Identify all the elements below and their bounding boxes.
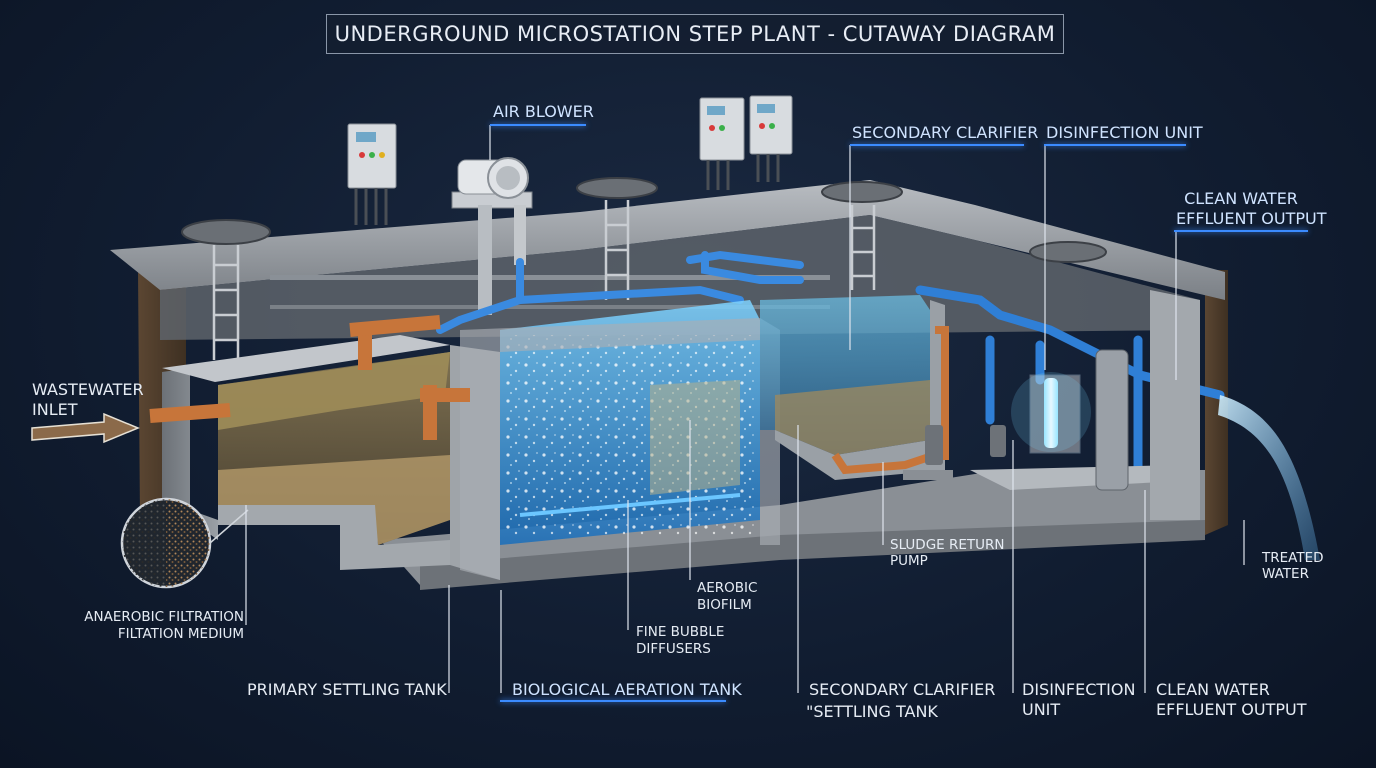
control-cabinet-1 bbox=[347, 123, 397, 225]
air-blower-unit bbox=[451, 157, 533, 315]
treated-water-stream bbox=[1218, 395, 1320, 560]
leader-lines bbox=[245, 125, 1245, 693]
uv-lamp bbox=[1044, 378, 1058, 448]
label-wastewater-line2: INLET bbox=[32, 400, 78, 419]
aeration-diffuser-bars bbox=[519, 493, 741, 517]
manhole-3 bbox=[821, 181, 903, 203]
label-air-blower: AIR BLOWER bbox=[493, 102, 594, 121]
manhole-1 bbox=[181, 219, 271, 245]
disinfection-back-wall bbox=[1150, 290, 1200, 520]
page-title: UNDERGROUND MICROSTATION STEP PLANT - CU… bbox=[326, 14, 1064, 54]
filtration-media-detail bbox=[120, 497, 249, 589]
manhole-2 bbox=[576, 177, 658, 199]
uv-glow bbox=[1011, 372, 1091, 452]
primary-tank-step bbox=[218, 505, 450, 570]
air-pipes bbox=[436, 250, 804, 334]
label-diffusers-line2: DIFFUSERS bbox=[636, 641, 711, 657]
label-disinfection-top: DISINFECTION UNIT bbox=[1046, 123, 1203, 142]
ladders bbox=[212, 200, 876, 360]
label-biological-aeration-tank: BIOLOGICAL AERATION TANK bbox=[512, 680, 742, 699]
label-clean-water-bottom-line1: CLEAN WATER bbox=[1156, 680, 1270, 699]
label-secondary-clarifier-top: SECONDARY CLARIFIER bbox=[852, 123, 1039, 142]
label-sludge-line1: SLUDGE RETURN bbox=[890, 537, 1005, 553]
label-underline bbox=[500, 700, 726, 702]
soil-right bbox=[1205, 270, 1228, 535]
back-rail-1 bbox=[270, 275, 830, 280]
back-rail-2 bbox=[270, 305, 830, 309]
front-base bbox=[420, 520, 1205, 590]
label-treated-line2: WATER bbox=[1262, 566, 1309, 582]
label-clean-water-top-line2: EFFLUENT OUTPUT bbox=[1176, 209, 1327, 228]
label-anaerobic-line2: FILTATION MEDIUM bbox=[117, 626, 244, 642]
label-anaerobic-line1: ANAEROBIC FILTRATION bbox=[84, 609, 244, 625]
primary-tank-sediment bbox=[218, 455, 450, 545]
filter-column bbox=[1095, 349, 1129, 491]
label-underline bbox=[490, 124, 586, 126]
inlet-arrow-icon bbox=[31, 412, 140, 444]
label-disinfection-bottom-line2: UNIT bbox=[1022, 700, 1061, 719]
label-clean-water-top-line1: CLEAN WATER bbox=[1184, 189, 1298, 208]
label-primary-settling-tank: PRIMARY SETTLING TANK bbox=[247, 680, 447, 699]
clarifier-sludge bbox=[775, 380, 930, 455]
aerobic-biofilm-block bbox=[650, 380, 740, 495]
manhole-4 bbox=[1029, 241, 1107, 263]
control-cabinet-2 bbox=[699, 97, 745, 190]
label-aerobic-line1: AEROBIC bbox=[697, 580, 758, 596]
back-slab bbox=[110, 180, 1225, 300]
label-aerobic-line2: BIOFILM bbox=[697, 597, 752, 613]
copper-pipes bbox=[149, 315, 470, 440]
control-cabinet-3 bbox=[749, 95, 793, 182]
label-treated-line1: TREATED bbox=[1262, 550, 1324, 566]
aeration-tank-front-wall bbox=[460, 318, 780, 580]
label-disinfection-bottom-line1: DISINFECTION bbox=[1022, 680, 1136, 699]
sludge-return-pipe bbox=[831, 326, 949, 475]
label-secondary-clarifier-bottom-line1: SECONDARY CLARIFIER bbox=[809, 680, 996, 699]
label-secondary-clarifier-bottom-line2: "SETTLING TANK bbox=[806, 702, 938, 721]
label-wastewater-line1: WASTEWATER bbox=[32, 380, 144, 399]
disinfection-pump bbox=[990, 425, 1006, 457]
label-clean-water-bottom-line2: EFFLUENT OUTPUT bbox=[1156, 700, 1307, 719]
primary-tank-scum bbox=[218, 352, 450, 430]
label-underline bbox=[850, 144, 1024, 146]
disinfection-floor bbox=[970, 465, 1200, 490]
label-sludge-line2: PUMP bbox=[890, 553, 928, 569]
sludge-pump bbox=[903, 425, 953, 480]
label-underline bbox=[1174, 230, 1308, 232]
label-diffusers-line1: FINE BUBBLE bbox=[636, 624, 725, 640]
label-underline bbox=[1044, 144, 1186, 146]
primary-tank-top-rim bbox=[162, 335, 450, 382]
